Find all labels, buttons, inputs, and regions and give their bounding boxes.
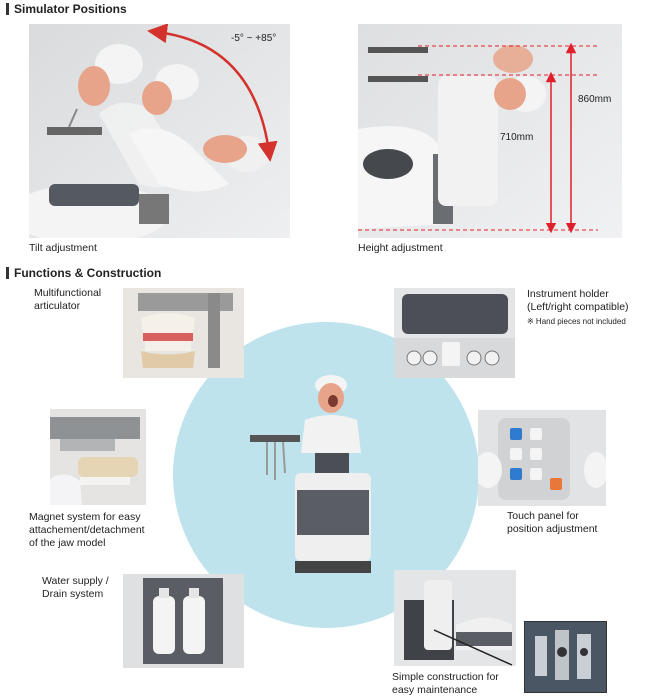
section-title-positions: Simulator Positions: [6, 2, 127, 16]
construction-inset-photo: [524, 621, 607, 693]
head-upright: [78, 44, 143, 106]
caption-line: Magnet system for easy: [29, 511, 141, 523]
height-photo: 860mm 710mm: [358, 24, 622, 238]
instrument-holder-caption: Instrument holder (Left/right compatible…: [527, 288, 629, 314]
title-bar: [6, 267, 9, 279]
section-title-text: Simulator Positions: [14, 2, 127, 16]
water-photo: [123, 574, 244, 668]
caption-line: articulator: [34, 300, 81, 312]
caption-line: Simple construction for: [392, 671, 499, 683]
caption-line: of the jaw model: [29, 537, 106, 549]
height-caption: Height adjustment: [358, 242, 443, 254]
water-caption: Water supply / Drain system: [42, 575, 109, 601]
construction-caption: Simple construction for easy maintenance: [392, 671, 499, 697]
articulator-photo: [123, 288, 244, 378]
caption-line: Water supply /: [42, 575, 109, 587]
caption-line: easy maintenance: [392, 684, 478, 696]
dim-710-label: 710mm: [500, 132, 534, 143]
magnet-caption: Magnet system for easy attachement/detac…: [29, 511, 145, 550]
tilt-caption: Tilt adjustment: [29, 242, 97, 254]
section-title-functions: Functions & Construction: [6, 266, 161, 280]
caption-line: (Left/right compatible): [527, 301, 629, 313]
caption-line: attachement/detachment: [29, 524, 145, 536]
simulator-illustration: [250, 375, 371, 573]
height-illustration: [358, 24, 622, 238]
construction-photo: [394, 570, 516, 666]
caption-line: Multifunctional: [34, 287, 102, 299]
section-title-text: Functions & Construction: [14, 266, 162, 280]
caption-line: Drain system: [42, 588, 104, 600]
caption-line: position adjustment: [507, 523, 598, 535]
instrument-note: ※ Hand pieces not included: [527, 317, 626, 326]
magnet-photo: [50, 409, 146, 505]
tilt-illustration: [29, 24, 290, 238]
dim-860-label: 860mm: [578, 94, 612, 105]
touch-panel-caption: Touch panel for position adjustment: [507, 510, 597, 536]
tilt-photo: -5° ~ +85°: [29, 24, 290, 238]
tilt-range-label: -5° ~ +85°: [231, 33, 277, 44]
tilt-arrow: [147, 24, 278, 162]
instrument-holder-photo: [394, 288, 515, 378]
articulator-caption: Multifunctional articulator: [34, 287, 101, 313]
caption-line: Instrument holder: [527, 288, 609, 300]
touch-panel-photo: [478, 410, 606, 506]
caption-line: Touch panel for: [507, 510, 579, 522]
title-bar: [6, 3, 9, 15]
